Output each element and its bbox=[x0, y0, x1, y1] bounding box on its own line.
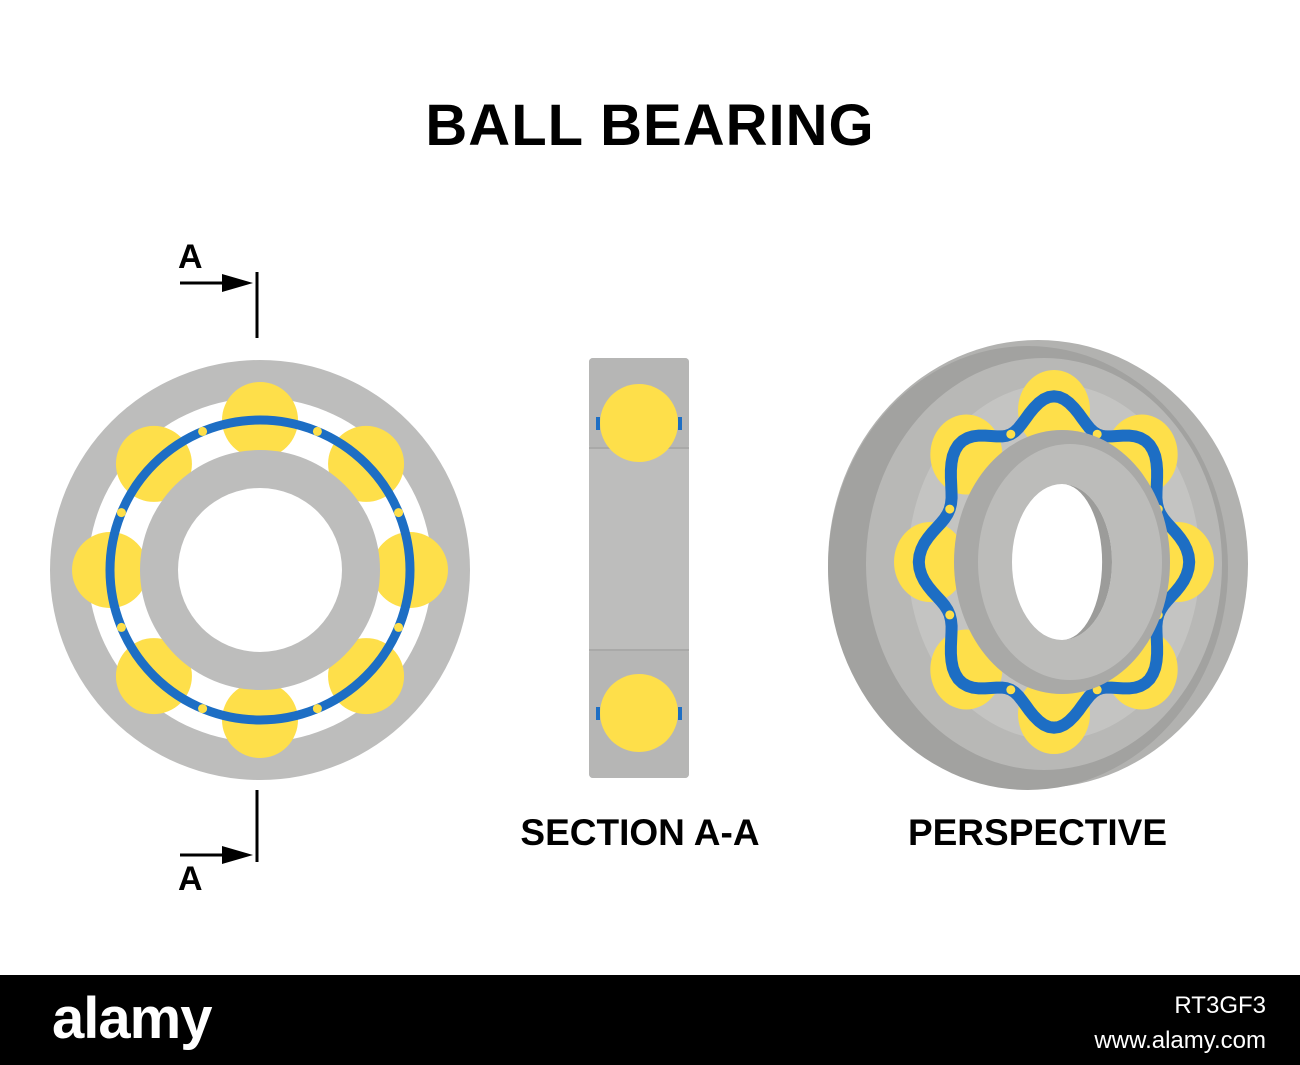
ball bbox=[1018, 674, 1090, 754]
ball bbox=[1018, 370, 1090, 450]
site-url: www.alamy.com bbox=[1094, 1026, 1266, 1054]
perspective-bearing bbox=[828, 340, 1248, 790]
bore bbox=[1012, 484, 1112, 640]
section-marker-top bbox=[180, 272, 259, 338]
rivet bbox=[945, 610, 955, 620]
rivet bbox=[312, 426, 322, 436]
bearing-illustrations bbox=[50, 272, 1248, 864]
section-ball-bottom bbox=[600, 674, 678, 752]
cage-rivets bbox=[116, 426, 404, 714]
caption-section: SECTION A-A bbox=[520, 812, 760, 853]
caption-perspective: PERSPECTIVE bbox=[907, 812, 1168, 853]
rivet bbox=[116, 622, 126, 632]
diagram-title: BALL BEARING bbox=[425, 93, 875, 158]
section-label-bottom: A bbox=[178, 860, 203, 898]
bore bbox=[178, 488, 342, 652]
arrow-right-icon bbox=[222, 846, 253, 864]
front-view-bearing bbox=[50, 360, 470, 780]
rivet bbox=[1006, 685, 1016, 695]
image-id: RT3GF3 bbox=[1174, 992, 1266, 1019]
rivet bbox=[116, 508, 126, 518]
section-marker-bottom bbox=[180, 790, 259, 864]
rivet bbox=[945, 504, 955, 514]
rivet bbox=[198, 426, 208, 436]
rivet bbox=[198, 704, 208, 714]
footer-bar: alamy RT3GF3 www.alamy.com bbox=[0, 975, 1300, 1065]
brand-logo: alamy bbox=[52, 986, 212, 1051]
rivet bbox=[312, 704, 322, 714]
section-view-bearing bbox=[589, 358, 689, 778]
arrow-right-icon bbox=[222, 274, 253, 292]
cage-ring bbox=[105, 415, 415, 725]
rivet bbox=[394, 508, 404, 518]
rivet bbox=[1006, 429, 1016, 439]
rivet bbox=[394, 622, 404, 632]
image-id-block: RT3GF3 www.alamy.com bbox=[1094, 989, 1266, 1059]
section-label-top: A bbox=[178, 238, 203, 276]
section-ball-top bbox=[600, 384, 678, 462]
ball bbox=[894, 522, 966, 602]
wavy-cage bbox=[912, 390, 1196, 734]
